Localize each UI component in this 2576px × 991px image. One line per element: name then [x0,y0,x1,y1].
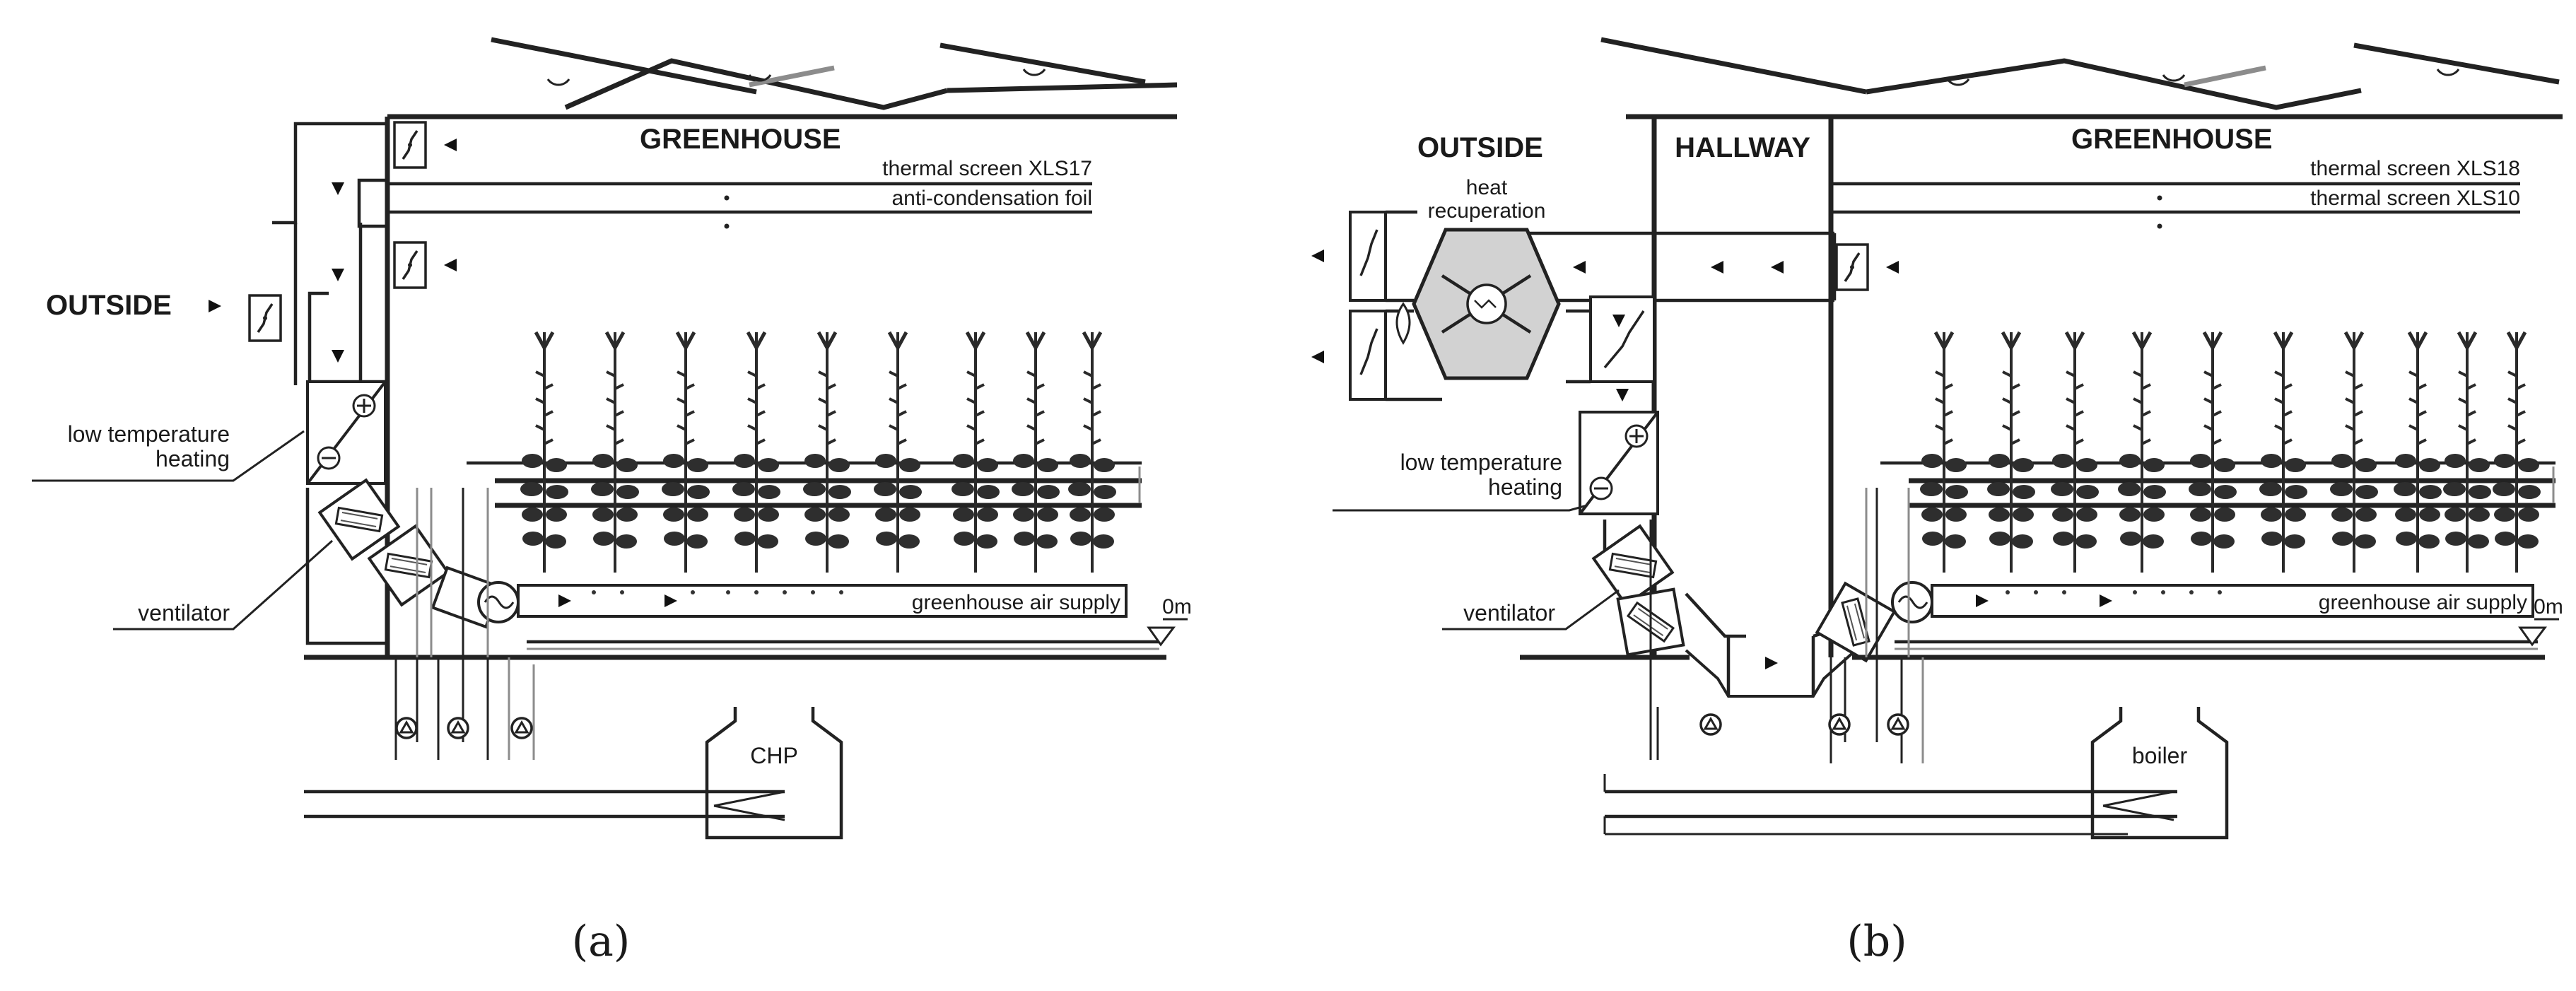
screen-bottom-label-a: anti-condensation foil [891,187,1092,210]
heat-source-label-b: boiler [2132,743,2188,768]
air-supply-label-b: greenhouse air supply [2319,591,2527,614]
greenhouse-label-b: GREENHOUSE [2071,124,2273,155]
air-supply-label-a: greenhouse air supply [912,591,1120,614]
ventilator-label-a: ventilator [138,600,230,626]
caption-a: (a) [572,917,631,966]
low-temp-label-b-2: heating [1488,474,1562,500]
plants-a [520,332,1116,573]
low-temp-label-a-1: low temperature [68,421,230,447]
greenhouse-label-a: GREENHOUSE [640,124,841,155]
low-temp-label-b-1: low temperature [1400,450,1562,475]
caption-b: (b) [1846,917,1907,966]
ventilator-label-b: ventilator [1463,600,1555,626]
screen-top-label-b: thermal screen XLS18 [2310,157,2520,180]
hallway-label-b: HALLWAY [1675,132,1810,163]
level-label-a: 0m [1162,595,1192,618]
outside-label-b: OUTSIDE [1417,132,1543,163]
panel-a: thermal screen XLS17 anti-condensation f… [32,37,1192,840]
plants-b [1920,332,2541,573]
recuperation-label-b-2: recuperation [1428,199,1546,223]
level-label-b: 0m [2534,595,2563,618]
screen-bottom-label-b: thermal screen XLS10 [2310,187,2520,210]
screen-top-label-a: thermal screen XLS17 [882,157,1092,180]
heat-source-label-a: CHP [750,743,798,768]
low-temp-label-a-2: heating [156,446,230,471]
panel-b: HALLWAY GREENHOUSE thermal screen XLS18 … [1311,37,2563,840]
outside-label-a: OUTSIDE [46,290,172,321]
recuperation-label-b-1: heat [1466,176,1508,199]
